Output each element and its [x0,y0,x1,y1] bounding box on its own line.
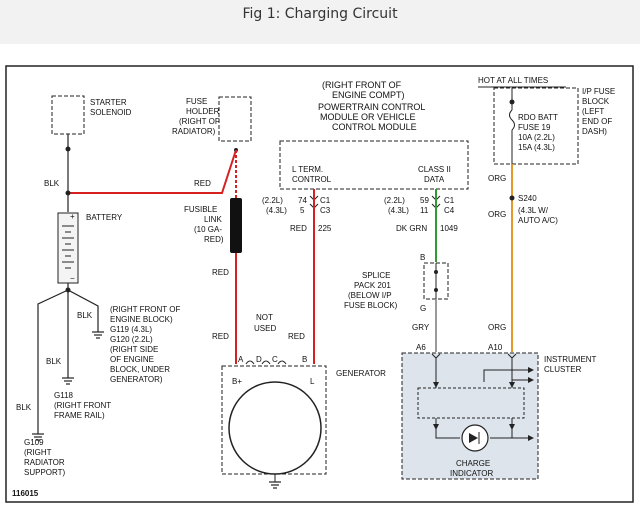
pins-left-numbers: 74 5 [298,196,309,215]
starter-solenoid-box [51,95,85,135]
s240-text: (4.3L W/ AUTO A/C) [518,206,558,225]
blk-label-g119: BLK [77,311,93,320]
red-label-top: RED [194,179,211,188]
generator-label: GENERATOR [336,369,386,378]
terminal-a: A [238,355,244,364]
pin-c1-right: C1 [444,196,455,205]
g119-text: (RIGHT FRONT OF ENGINE BLOCK) G119 (4.3L… [110,305,183,384]
red-label-mid: RED [212,268,229,277]
pin-c3: C3 [320,206,331,215]
cluster-org-branch [483,369,528,382]
pins-right-numbers: 59 11 [420,196,431,215]
class2-label: CLASS II DATA [418,165,453,184]
splice-g-label: G [420,304,426,313]
ground-symbol-g109 [32,433,44,441]
b-plus-label: B+ [232,377,242,386]
pins-left-engines: (2.2L) (4.3L) [262,196,287,215]
ground-symbol-g118 [62,377,74,385]
cluster-arrow-2 [528,377,534,383]
pcm-box [279,140,469,190]
terminal-b: B [302,355,307,364]
ground-symbol-g119 [92,331,104,339]
fuse-holder-label: FUSE HOLDER (RIGHT OF RADIATOR) [172,97,222,136]
rdo-batt-fuse-symbol [509,109,515,131]
red-label-right: RED [288,332,305,341]
g109-text: G109 (RIGHT RADIATOR SUPPORT) [24,438,67,477]
red-label-low: RED [212,332,229,341]
blk-label-g109: BLK [16,403,32,412]
s240-label: S240 [518,194,537,203]
pcm-name-label: POWERTRAIN CONTROL MODULE OR VEHICLE CON… [318,102,428,132]
caption-bar [0,0,640,44]
cluster-arrow-5 [433,424,439,430]
g118-text: G118 (RIGHT FRONT FRAME RAIL) [54,391,113,420]
red-225-label: RED [290,224,307,233]
battery-minus-sign: − [70,274,75,283]
battery-plus-sign: + [70,212,75,221]
figure-caption: Fig 1: Charging Circuit [242,6,398,22]
unused-terminals [245,360,287,365]
pin-c1-left: C1 [320,196,331,205]
blk-wire-g109 [37,289,69,434]
terminal-c: C [272,355,278,364]
cluster-arrow-6 [509,424,515,430]
org-label-top: ORG [488,174,506,183]
cluster-arrow-7 [528,435,534,441]
blk-label-g118: BLK [46,357,62,366]
battery-box [57,212,79,284]
terminal-d: D [256,355,262,364]
generator-symbol [228,381,322,475]
charge-indicator-label: CHARGE INDICATOR [450,459,493,478]
diagram-frame [5,65,634,503]
a10-label: A10 [488,343,503,352]
starter-solenoid-label: STARTER SOLENOID [90,98,132,117]
cluster-arrow-1 [528,367,534,373]
fuse-holder-box [218,96,252,142]
fusible-link-body [230,198,242,253]
splice-b-label: B [420,253,425,262]
figure-id: 116015 [12,489,39,498]
red-wire-battery-feed [68,149,237,194]
a6-label: A6 [416,343,426,352]
cluster-inner-module [417,387,525,419]
ip-fuse-block-box [493,87,579,165]
org-label-low: ORG [488,323,506,332]
battery-cells [62,225,74,269]
battery-plus-node [65,190,71,196]
splice-node-bottom [434,288,438,292]
hot-at-all-times-label: HOT AT ALL TIMES [478,76,548,85]
pin-c4: C4 [444,206,455,215]
battery-label: BATTERY [86,213,123,222]
instrument-cluster-label: INSTRUMENT CLUSTER [544,355,599,374]
pins-right-engines: (2.2L) (4.3L) [384,196,409,215]
ip-fuse-block-label: I/P FUSE BLOCK (LEFT END OF DASH) [582,87,617,136]
l-term-label: L TERM. CONTROL [292,165,332,184]
num-225-label: 225 [318,224,332,233]
dk-grn-label: DK GRN [396,224,427,233]
org-label-mid: ORG [488,210,506,219]
rdo-batt-label: RDO BATT FUSE 19 10A (2.2L) 15A (4.3L) [518,113,560,152]
splice-node-top [434,270,438,274]
splice-pack-label: SPLICE PACK 201 (BELOW I/P FUSE BLOCK) [344,271,398,310]
cluster-arrow-4 [509,382,515,388]
not-used-label: NOT USED [254,313,276,333]
ground-junction [65,287,71,293]
l-terminal-label: L [310,377,315,386]
gry-label: GRY [412,323,430,332]
blk-label-top: BLK [44,179,60,188]
solenoid-terminal [65,146,71,152]
charge-indicator-diode [469,433,478,443]
s240-node [509,195,515,201]
cluster-arrow-3 [433,382,439,388]
ground-symbol-generator [269,481,281,489]
pcm-location-label: (RIGHT FRONT OF ENGINE COMPT) [322,80,405,100]
num-1049-label: 1049 [440,224,458,233]
fusible-link-label: FUSIBLE LINK (10 GA- RED) [184,205,224,244]
blk-wire-g119 [67,283,99,332]
hot-bus-node [509,99,515,105]
